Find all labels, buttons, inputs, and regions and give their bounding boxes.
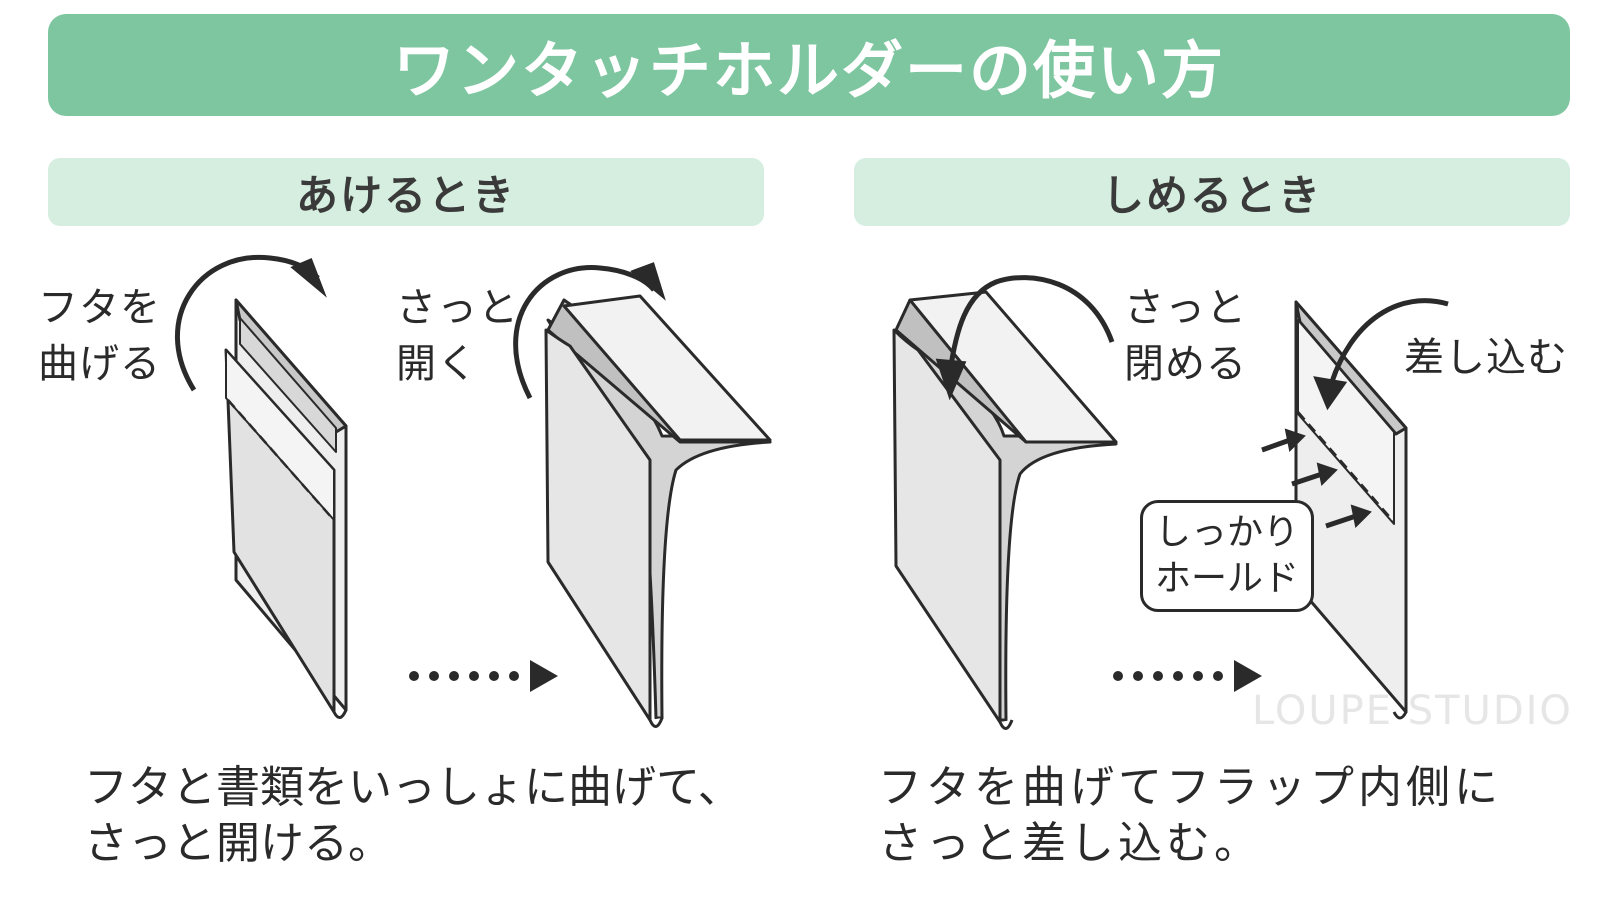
folder-open-illustration bbox=[544, 294, 772, 728]
page-title: ワンタッチホルダーの使い方 bbox=[392, 34, 1225, 107]
title-banner: ワンタッチホルダーの使い方 bbox=[48, 14, 1570, 116]
section-heading-close-label: しめるとき bbox=[1101, 170, 1322, 220]
push-arrows-icon bbox=[1261, 428, 1372, 529]
watermark: LOUPE STUDIO bbox=[1252, 688, 1573, 734]
step-close-label: さっと 閉める bbox=[1124, 285, 1247, 387]
hold-bubble-line2: ホールド bbox=[1154, 558, 1299, 599]
step-open-label: さっと 開く bbox=[396, 285, 519, 387]
step-bend-label: フタを 曲げる bbox=[38, 285, 161, 387]
step-tuck-label: 差し込む bbox=[1404, 335, 1568, 381]
bend-arrowhead-icon bbox=[290, 258, 327, 298]
caption-open: フタと書類をいっしょに曲げて、 さっと開ける。 bbox=[84, 762, 742, 869]
tuck-arrowhead-icon bbox=[1313, 376, 1348, 411]
dotted-arrow-icon bbox=[1113, 660, 1262, 692]
folder-close-illustration bbox=[892, 290, 1118, 730]
hold-bubble: しっかり ホールド bbox=[1140, 500, 1314, 612]
folder-bend-illustration bbox=[224, 298, 348, 719]
folder-tuck-illustration bbox=[1294, 300, 1408, 720]
close-arrow-icon bbox=[947, 275, 1115, 373]
caption-close: フタを曲げてフラップ内側に さっと差し込む。 bbox=[878, 762, 1502, 869]
open-arrow-icon bbox=[513, 265, 656, 400]
hold-bubble-line1: しっかり bbox=[1154, 512, 1299, 553]
open-arrowhead-icon bbox=[630, 262, 666, 301]
tuck-arrow-icon bbox=[1327, 298, 1449, 389]
section-heading-open: あけるとき bbox=[48, 158, 764, 226]
section-heading-open-label: あけるとき bbox=[295, 170, 516, 220]
section-heading-close: しめるとき bbox=[854, 158, 1570, 226]
close-arrowhead-icon bbox=[935, 358, 967, 401]
dotted-arrow-icon bbox=[409, 660, 558, 692]
